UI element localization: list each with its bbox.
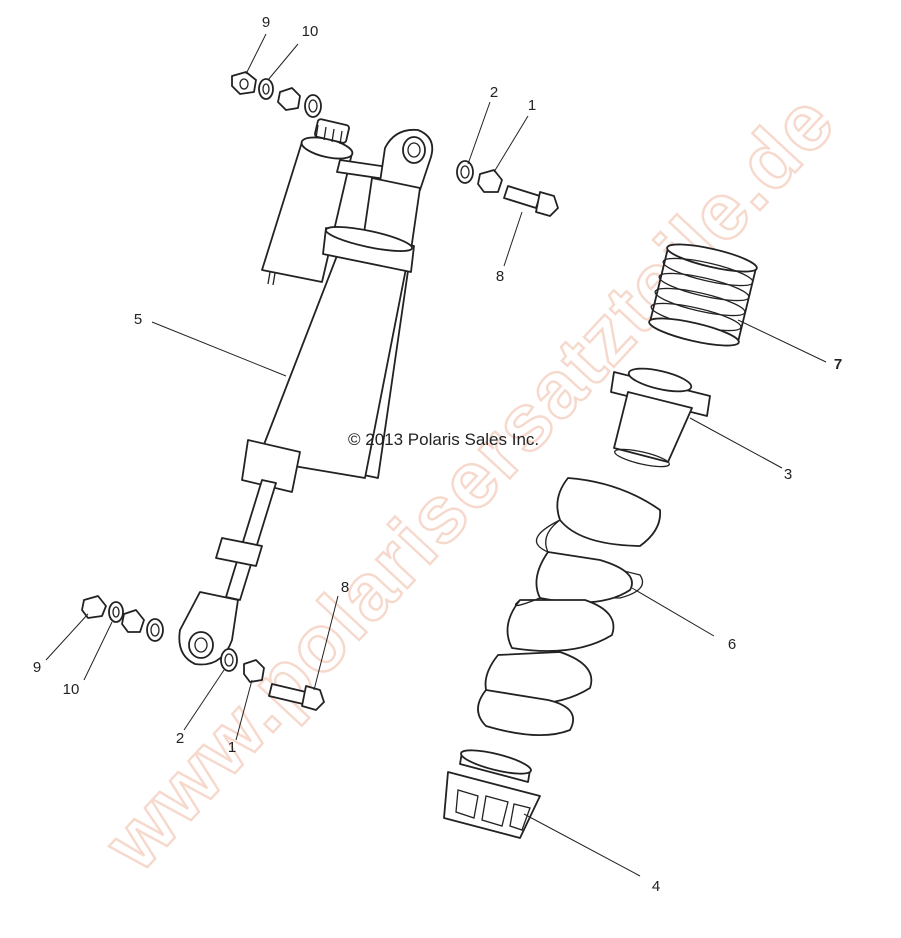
- body-bottom-ring: [241, 439, 301, 493]
- upper-spring-seat: [610, 367, 711, 468]
- leader-lines: [45, 33, 827, 877]
- callout-8-top: 8: [496, 268, 504, 285]
- callout-7: 7: [834, 356, 842, 373]
- callout-10-bottom: 10: [63, 681, 80, 698]
- callout-4: 4: [652, 878, 660, 895]
- callout-8-bottom: 8: [341, 579, 349, 596]
- coil-spring: [477, 477, 662, 737]
- callout-9-top: 9: [262, 14, 270, 31]
- bottom-right-hardware: [220, 648, 325, 711]
- callout-5: 5: [134, 311, 142, 328]
- callout-1-bottom: 1: [228, 739, 236, 756]
- bottom-eyelet: [178, 591, 239, 666]
- washer-2-top: [456, 160, 474, 184]
- callout-9-bottom: 9: [33, 659, 41, 676]
- lower-spring-seat: [443, 749, 541, 839]
- callout-10-top: 10: [302, 23, 319, 40]
- washer-bottom-right: [146, 618, 164, 642]
- nut-bottom-right: [121, 609, 145, 633]
- callout-2-bottom: 2: [176, 730, 184, 747]
- callout-2-top: 2: [490, 84, 498, 101]
- copyright-text: © 2013 Polaris Sales Inc.: [348, 430, 539, 449]
- bump-stop: [215, 537, 263, 567]
- nut-9-bottom: [81, 595, 107, 619]
- washer-10-bottom: [108, 601, 124, 623]
- callout-3: 3: [784, 466, 792, 483]
- bottom-left-hardware: [81, 595, 164, 642]
- nut-9-top: [231, 71, 257, 95]
- top-eyelet: [379, 128, 434, 191]
- washer-top-right: [304, 94, 322, 118]
- washer-10-top: [258, 78, 274, 100]
- callout-1-top: 1: [528, 97, 536, 114]
- bolt-8-top: [503, 185, 541, 209]
- washer-2-bottom: [220, 648, 238, 672]
- nut-1-bottom: [243, 659, 265, 683]
- nut-top-right: [277, 87, 301, 111]
- shock-absorber: [178, 118, 434, 666]
- callout-6: 6: [728, 636, 736, 653]
- top-left-hardware: [231, 71, 322, 118]
- nut-1-top: [477, 169, 503, 193]
- bellows-bumper: [648, 243, 758, 347]
- top-right-hardware: [456, 160, 559, 217]
